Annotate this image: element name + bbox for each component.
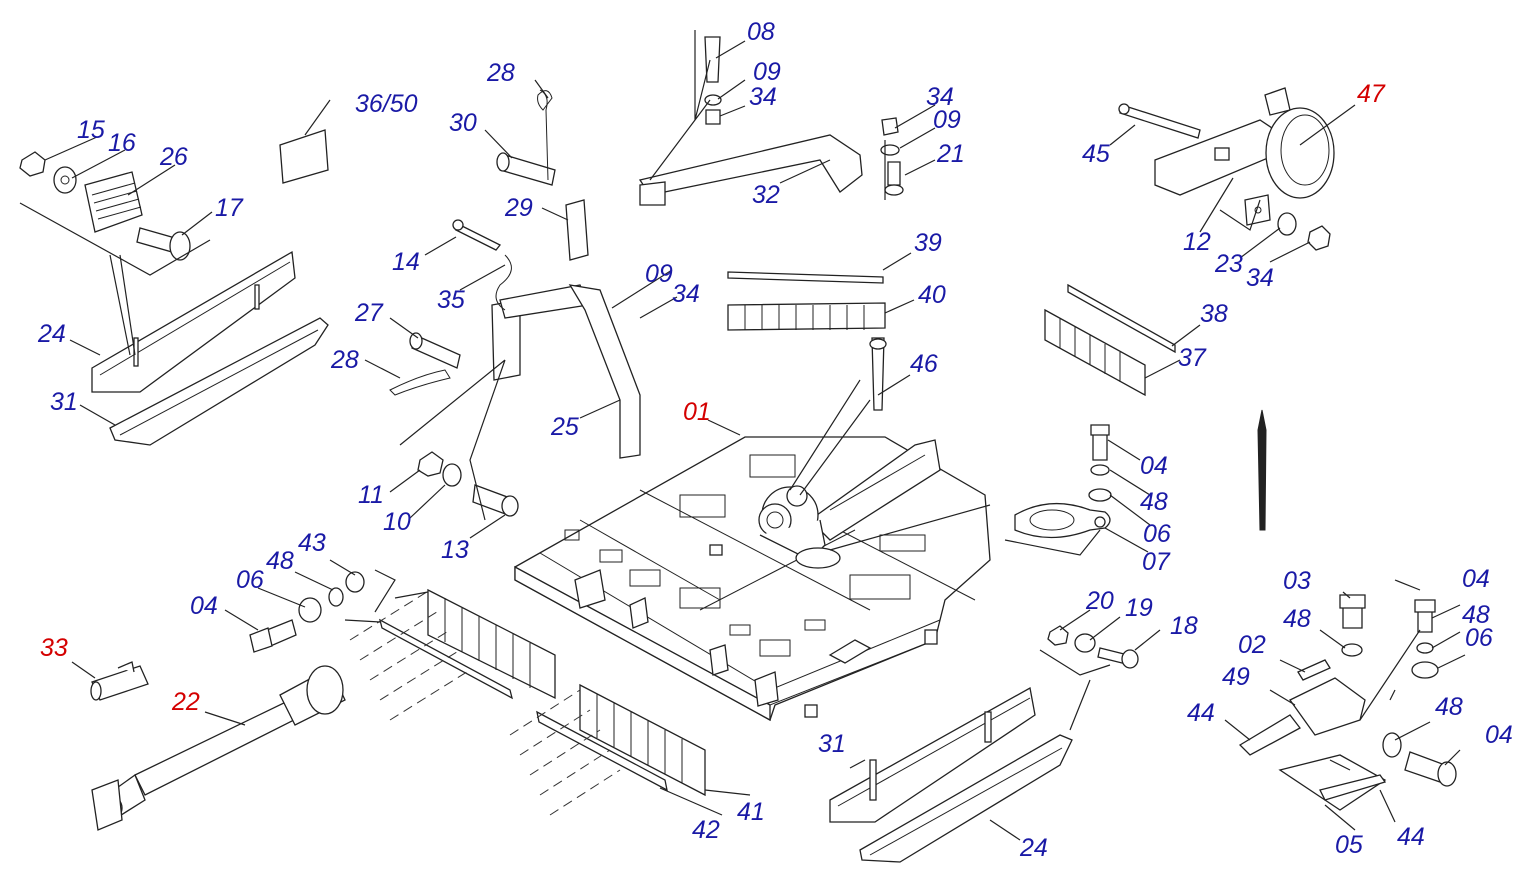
label-part-41: 41	[737, 798, 765, 826]
label-part-42: 42	[692, 816, 720, 844]
depth-wheel-assembly	[1118, 87, 1335, 251]
label-part-34: 34	[926, 83, 954, 111]
label-part-29: 29	[504, 194, 533, 222]
label-part-04: 04	[190, 592, 218, 620]
label-part-26: 26	[159, 143, 188, 171]
label-part-24: 24	[37, 320, 66, 348]
label-part-22: 22	[171, 688, 200, 716]
left-skid-assembly	[91, 250, 329, 446]
label-part-48: 48	[1462, 601, 1490, 629]
label-part-08: 08	[747, 18, 775, 46]
part-number-labels: 01 02 03 04 04 04 04 05 06 06 06 07 08 0…	[37, 18, 1513, 862]
label-part-04: 04	[1485, 721, 1513, 749]
label-part-06: 06	[236, 566, 264, 594]
label-part-15: 15	[77, 116, 105, 144]
label-part-34: 34	[672, 280, 700, 308]
mower-deck	[514, 436, 991, 722]
label-part-20: 20	[1085, 587, 1114, 615]
label-part-49: 49	[1222, 663, 1250, 691]
label-part-46: 46	[910, 350, 938, 378]
label-part-07: 07	[1142, 548, 1171, 576]
label-part-35: 35	[437, 286, 465, 314]
label-part-10: 10	[383, 508, 411, 536]
label-part-04: 04	[1140, 452, 1168, 480]
label-part-34: 34	[1246, 264, 1274, 292]
label-part-48: 48	[266, 547, 294, 575]
skid-bracket-hardware	[19, 151, 191, 261]
label-part-48: 48	[1435, 693, 1463, 721]
label-part-02: 02	[1238, 631, 1266, 659]
label-part-17: 17	[215, 194, 244, 222]
label-part-03: 03	[1283, 567, 1311, 595]
label-part-31: 31	[818, 730, 846, 758]
label-part-45: 45	[1082, 140, 1110, 168]
label-part-44: 44	[1397, 823, 1425, 851]
label-part-09: 09	[645, 260, 673, 288]
label-part-37: 37	[1178, 344, 1207, 372]
label-part-34: 34	[749, 83, 777, 111]
label-part-32: 32	[752, 181, 780, 209]
label-part-43: 43	[298, 529, 326, 557]
label-part-48: 48	[1283, 605, 1311, 633]
skid-hardware-right	[1047, 625, 1139, 669]
shaft-46	[869, 337, 887, 411]
label-part-25: 25	[550, 413, 579, 441]
label-part-13: 13	[441, 536, 469, 564]
label-part-18: 18	[1170, 612, 1198, 640]
clamp-assembly	[1238, 594, 1457, 811]
label-part-09: 09	[933, 106, 961, 134]
label-part-06: 06	[1465, 624, 1493, 652]
sleeve-33	[90, 661, 149, 701]
label-part-30: 30	[449, 109, 477, 137]
cutting-blade	[1257, 409, 1267, 531]
pin-hardware-left	[417, 451, 519, 517]
washer-hardware-left	[249, 571, 365, 653]
label-part-09: 09	[753, 58, 781, 86]
label-part-04: 04	[1462, 565, 1490, 593]
label-part-21: 21	[936, 140, 965, 168]
label-part-48: 48	[1140, 488, 1168, 516]
label-part-27: 27	[354, 299, 384, 327]
label-part-39: 39	[914, 229, 942, 257]
label-part-31: 31	[50, 388, 78, 416]
label-part-24: 24	[1019, 834, 1048, 862]
label-part-12: 12	[1183, 228, 1211, 256]
label-part-11: 11	[358, 481, 384, 509]
side-flap-set	[1044, 283, 1176, 397]
label-part-19: 19	[1125, 594, 1153, 622]
label-part-38: 38	[1200, 300, 1228, 328]
label-part-28: 28	[486, 59, 515, 87]
label-part-16: 16	[108, 129, 136, 157]
label-part-14: 14	[392, 248, 420, 276]
decal-36-50	[279, 129, 329, 184]
pto-drive-shaft	[91, 665, 346, 831]
label-part-28: 28	[330, 346, 359, 374]
label-part-05: 05	[1335, 831, 1363, 859]
label-part-33: 33	[40, 634, 68, 662]
label-part-44: 44	[1187, 699, 1215, 727]
label-part-01: 01	[683, 398, 711, 426]
label-part-23: 23	[1214, 250, 1243, 278]
left-flap-set	[349, 588, 556, 721]
leader-lines	[19, 30, 1466, 841]
gearbox-mount-hardware	[1014, 424, 1112, 539]
label-part-36-50: 36/50	[355, 90, 418, 118]
right-flap-set	[509, 683, 706, 816]
right-skid-assembly	[829, 686, 1073, 863]
label-part-47: 47	[1357, 80, 1386, 108]
label-part-06: 06	[1143, 520, 1171, 548]
rear-flap-set	[727, 271, 886, 331]
label-part-40: 40	[918, 281, 946, 309]
three-point-hitch	[389, 89, 641, 459]
